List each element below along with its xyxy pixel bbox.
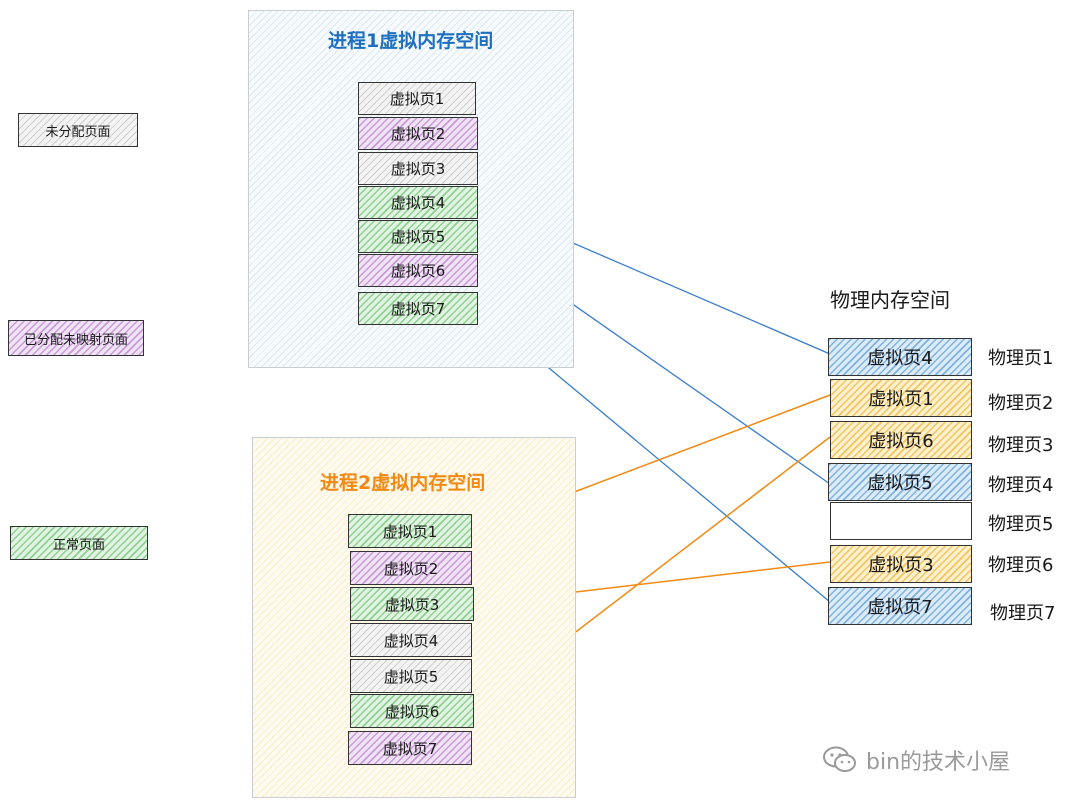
physical-slot-2: 虚拟页1: [830, 379, 972, 417]
process2-page-5: 虚拟页5: [350, 659, 472, 693]
process1-page-2: 虚拟页2: [358, 117, 478, 150]
legend-normal: 正常页面: [10, 526, 148, 560]
process1-page-5: 虚拟页5: [358, 220, 478, 253]
process2-page-1: 虚拟页1: [348, 514, 472, 548]
physical-page-label-6: 物理页6: [988, 555, 1054, 576]
physical-page-label-5: 物理页5: [988, 514, 1054, 535]
process2-page-7: 虚拟页7: [348, 731, 472, 765]
physical-memory-title: 物理内存空间: [830, 288, 950, 312]
physical-slot-5: [830, 502, 972, 540]
physical-slot-1: 虚拟页4: [828, 338, 972, 376]
process1-page-4: 虚拟页4: [358, 186, 478, 219]
physical-page-label-2: 物理页2: [988, 393, 1054, 414]
physical-slot-4: 虚拟页5: [828, 463, 972, 501]
watermark-text: bin的技术小屋: [866, 750, 1011, 775]
process2-page-3: 虚拟页3: [350, 587, 474, 621]
process1-page-3: 虚拟页3: [358, 152, 478, 185]
watermark: bin的技术小屋: [822, 744, 1010, 776]
legend-allocated-unmapped: 已分配未映射页面: [8, 320, 144, 356]
physical-page-label-7: 物理页7: [990, 603, 1056, 624]
process2-page-4: 虚拟页4: [350, 623, 472, 657]
process1-title: 进程1虚拟内存空间: [328, 30, 494, 52]
physical-slot-6: 虚拟页3: [830, 545, 972, 583]
legend-unallocated: 未分配页面: [18, 113, 138, 147]
process1-page-7: 虚拟页7: [358, 292, 478, 325]
process2-page-2: 虚拟页2: [350, 551, 472, 585]
physical-page-label-3: 物理页3: [988, 435, 1054, 456]
physical-page-label-1: 物理页1: [988, 348, 1054, 369]
process2-title: 进程2虚拟内存空间: [320, 472, 486, 494]
wechat-icon: [823, 746, 856, 772]
physical-slot-3: 虚拟页6: [830, 421, 972, 459]
physical-page-label-4: 物理页4: [988, 475, 1054, 496]
process1-page-1: 虚拟页1: [358, 82, 476, 115]
process2-page-6: 虚拟页6: [350, 694, 474, 728]
process1-page-6: 虚拟页6: [358, 254, 478, 287]
physical-slot-7: 虚拟页7: [828, 587, 972, 625]
